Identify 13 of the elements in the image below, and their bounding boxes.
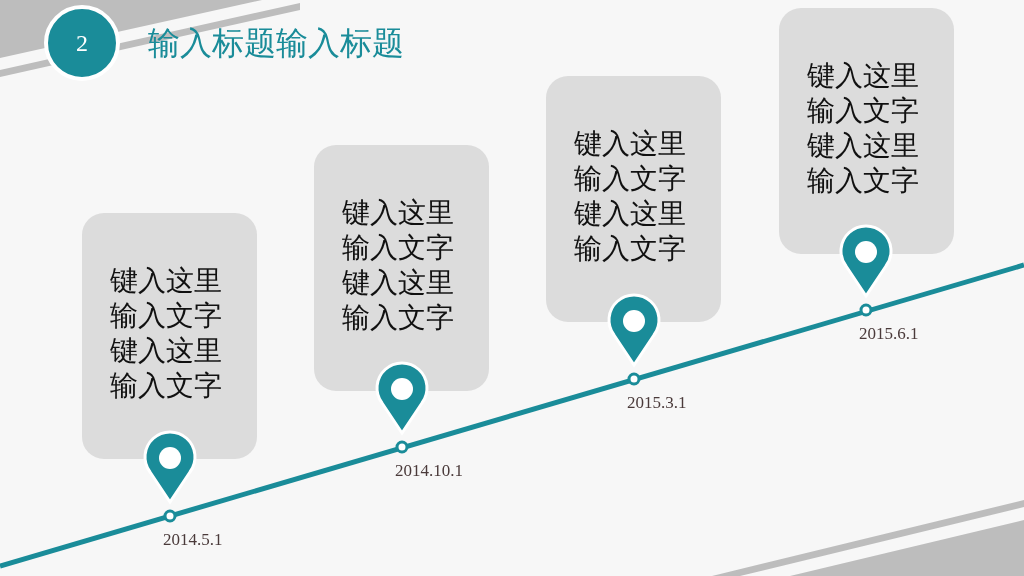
text-card: [546, 76, 721, 322]
date-label: 2015.3.1: [627, 393, 687, 413]
card-text: 键入这里输入文字键入这里输入文字: [807, 58, 920, 198]
date-label: 2014.10.1: [395, 461, 463, 481]
card-text: 键入这里输入文字键入这里输入文字: [342, 195, 455, 335]
date-label: 2014.5.1: [163, 530, 223, 550]
card-text: 键入这里输入文字键入这里输入文字: [110, 263, 223, 403]
text-card: [82, 213, 257, 459]
date-label: 2015.6.1: [859, 324, 919, 344]
card-text: 键入这里输入文字键入这里输入文字: [574, 126, 687, 266]
text-card: [314, 145, 489, 391]
text-card: [779, 8, 954, 254]
slide-title: 输入标题输入标题: [148, 23, 404, 64]
